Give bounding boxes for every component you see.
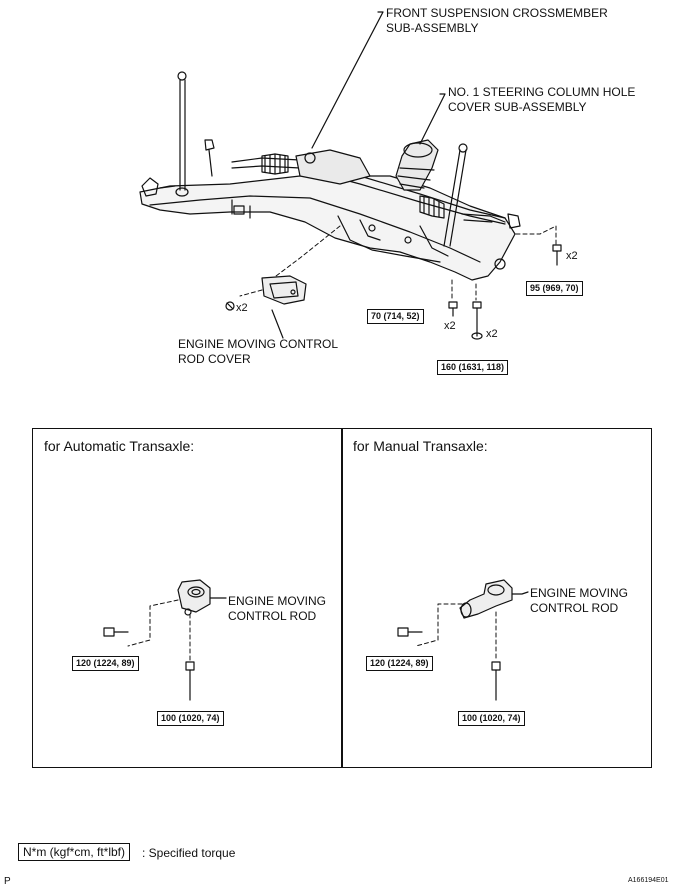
automatic-panel-title: for Automatic Transaxle:	[44, 438, 195, 454]
manual-torque-120: 120 (1224, 89)	[366, 656, 433, 671]
steering-cover-label-line1: NO. 1 STEERING COLUMN HOLE	[448, 85, 636, 99]
quantity-160-bolts: x2	[486, 328, 498, 340]
manual-transaxle-panel	[341, 428, 652, 768]
rod-cover-label-line2: ROD COVER	[178, 352, 251, 366]
torque-70: 70 (714, 52)	[367, 309, 424, 324]
manual-panel-title: for Manual Transaxle:	[353, 438, 488, 454]
crossmember-label-line1: FRONT SUSPENSION CROSSMEMBER	[386, 6, 608, 20]
torque-unit-legend-box: N*m (kgf*cm, ft*lbf)	[18, 843, 131, 861]
auto-rod-label-line1: ENGINE MOVING	[228, 594, 327, 608]
auto-rod-label-line2: CONTROL ROD	[228, 609, 317, 623]
quantity-right-bolts: x2	[566, 250, 578, 262]
manual-torque-100: 100 (1020, 74)	[458, 711, 525, 726]
manual-rod-drawing	[397, 579, 529, 701]
manual-rod-label-line1: ENGINE MOVING	[530, 586, 629, 600]
quantity-cover-bolts: x2	[236, 302, 248, 314]
auto-rod-drawing	[103, 579, 227, 701]
automatic-transaxle-panel	[32, 428, 343, 768]
torque-160: 160 (1631, 118)	[437, 360, 509, 375]
auto-torque-100: 100 (1020, 74)	[157, 711, 224, 726]
manual-rod-label-line2: CONTROL ROD	[530, 601, 619, 615]
rod-cover-label-line1: ENGINE MOVING CONTROL	[178, 337, 339, 351]
quantity-70-bolts: x2	[444, 320, 456, 332]
torque-95: 95 (969, 70)	[526, 281, 583, 296]
footer-left-mark: P	[4, 876, 11, 887]
crossmember-drawing	[139, 71, 521, 281]
figure-id: A166194E01	[628, 877, 669, 884]
steering-cover-label-line2: COVER SUB-ASSEMBLY	[448, 100, 587, 114]
auto-torque-120: 120 (1224, 89)	[72, 656, 139, 671]
crossmember-label-line2: SUB-ASSEMBLY	[386, 21, 479, 35]
torque-legend-meaning: : Specified torque	[142, 846, 236, 860]
